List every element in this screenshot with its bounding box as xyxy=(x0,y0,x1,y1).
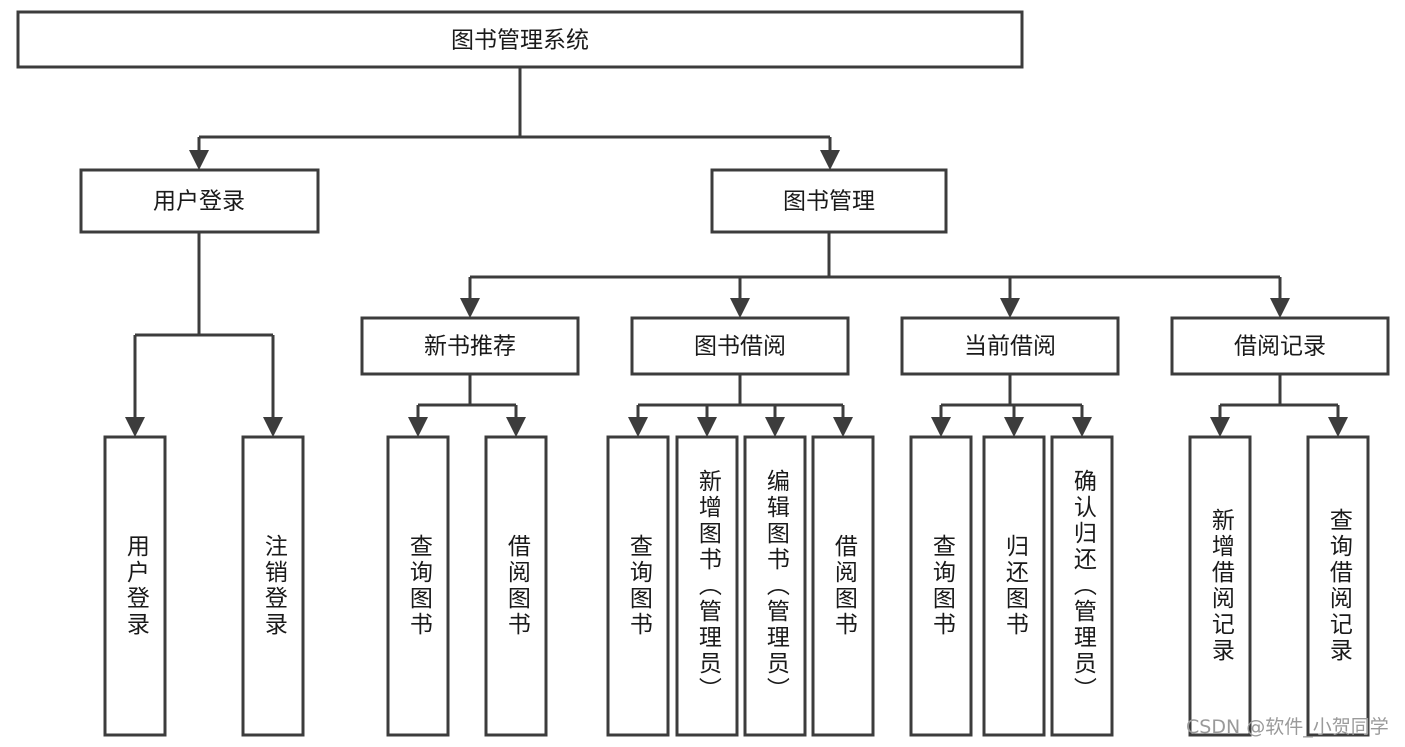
arrow-icon xyxy=(408,417,428,437)
arrow-icon xyxy=(628,417,648,437)
leaf-box-confirm-return-admin[interactable] xyxy=(1050,435,1114,737)
leaf-box-user-login[interactable] xyxy=(103,435,167,737)
connector-new-book-to-leaves xyxy=(408,374,526,437)
arrow-icon xyxy=(506,417,526,437)
arrow-icon xyxy=(697,417,717,437)
connector-book-borrow-to-leaves xyxy=(628,374,853,437)
arrow-icon xyxy=(1328,417,1348,437)
connector-current-borrow-to-leaves xyxy=(931,374,1092,437)
node-root-box[interactable] xyxy=(16,10,1024,69)
node-user-login-label: 用户登录 xyxy=(153,189,245,215)
node-user-login[interactable]: 用户登录 xyxy=(79,168,320,234)
leaf-box-borrow-book-new[interactable] xyxy=(484,435,548,737)
arrow-icon xyxy=(263,417,283,437)
node-new-book-recommend-box[interactable] xyxy=(360,316,580,376)
leaf-box-query-book-current[interactable] xyxy=(909,435,973,737)
connector-root-to-level2 xyxy=(189,67,840,170)
connector-user-login-to-leaves xyxy=(125,232,283,437)
arrow-icon xyxy=(460,298,480,318)
leaf-box-edit-book-admin[interactable] xyxy=(743,435,807,737)
arrow-icon xyxy=(1000,298,1020,318)
node-book-borrow-label: 图书借阅 xyxy=(694,334,786,360)
node-root[interactable]: 图书管理系统 xyxy=(16,10,1024,69)
csdn-watermark: CSDN @软件_小贺同学 xyxy=(1186,716,1389,738)
arrow-icon xyxy=(833,417,853,437)
node-book-manage-box[interactable] xyxy=(710,168,948,234)
node-borrow-record-label: 借阅记录 xyxy=(1234,334,1326,360)
leaf-box-query-book-borrow[interactable] xyxy=(606,435,670,737)
arrow-icon xyxy=(765,417,785,437)
leaf-box-borrow-book[interactable] xyxy=(811,435,875,737)
node-root-label: 图书管理系统 xyxy=(451,28,589,54)
leaf-box-query-borrow-record[interactable] xyxy=(1306,435,1370,737)
arrow-icon xyxy=(730,298,750,318)
arrow-icon xyxy=(1072,417,1092,437)
node-new-book-recommend-label: 新书推荐 xyxy=(424,334,516,360)
node-current-borrow-box[interactable] xyxy=(900,316,1120,376)
node-current-borrow-label: 当前借阅 xyxy=(964,334,1056,360)
arrow-icon xyxy=(1004,417,1024,437)
leaf-box-add-book-admin[interactable] xyxy=(675,435,739,737)
node-user-login-box[interactable] xyxy=(79,168,320,234)
node-current-borrow[interactable]: 当前借阅 xyxy=(900,316,1120,376)
arrow-icon xyxy=(189,150,209,170)
connector-book-manage-to-level3 xyxy=(460,232,1290,318)
arrow-icon xyxy=(1210,417,1230,437)
node-book-manage[interactable]: 图书管理 xyxy=(710,168,948,234)
leaf-box-return-book[interactable] xyxy=(982,435,1046,737)
leaf-box-add-borrow-record[interactable] xyxy=(1188,435,1252,737)
arrow-icon xyxy=(931,417,951,437)
node-book-borrow[interactable]: 图书借阅 xyxy=(630,316,850,376)
leaf-box-logout[interactable] xyxy=(241,435,305,737)
node-book-manage-label: 图书管理 xyxy=(783,189,875,215)
leaf-box-query-book-new[interactable] xyxy=(386,435,450,737)
arrow-icon xyxy=(820,150,840,170)
node-borrow-record-box[interactable] xyxy=(1170,316,1390,376)
node-new-book-recommend[interactable]: 新书推荐 xyxy=(360,316,580,376)
node-book-borrow-box[interactable] xyxy=(630,316,850,376)
arrow-icon xyxy=(125,417,145,437)
connector-borrow-record-to-leaves xyxy=(1210,374,1348,437)
arrow-icon xyxy=(1270,298,1290,318)
node-borrow-record[interactable]: 借阅记录 xyxy=(1170,316,1390,376)
